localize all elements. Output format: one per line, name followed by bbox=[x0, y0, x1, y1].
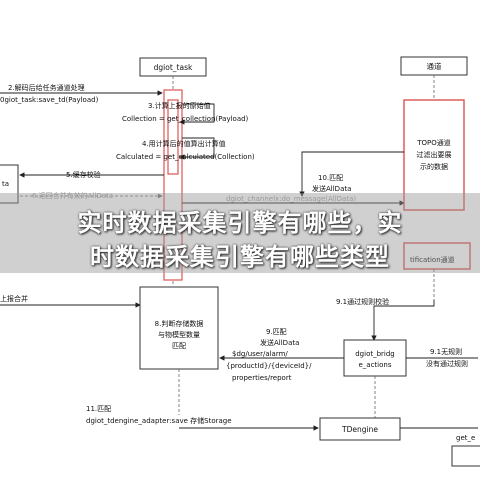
label-step-6: 6.返回合并有效的AllData bbox=[32, 191, 113, 200]
notification-channel-box bbox=[403, 242, 471, 270]
label-step-10b: 发送AllData bbox=[312, 184, 351, 193]
overlay-title-line-1: 实时数据采集引擎有哪些，实 bbox=[77, 209, 403, 237]
arrow-step-9-1 bbox=[371, 300, 435, 341]
label-step-11b: dgiot_tdengine_adapter:save 存储Storage bbox=[86, 416, 232, 425]
left-data-box-label: ta bbox=[2, 180, 9, 188]
label-step-5: 5.缓存校验 bbox=[66, 170, 101, 179]
topo-line-1: TOPO通道 bbox=[416, 138, 451, 147]
title-overlay-banner bbox=[0, 193, 480, 273]
bridge-line-1: dgiot_bridg bbox=[355, 350, 395, 358]
label-step-4a: 4.用计算后的值算出计算值 bbox=[142, 139, 226, 148]
label-step-4b: Calculated = get_calculated(Collection) bbox=[116, 153, 255, 161]
overlay-title-line-2: 时数据采集引擎有哪些类型 bbox=[90, 243, 390, 271]
topo-line-2: 过滤出要展 bbox=[417, 150, 452, 159]
label-step-9-1-no-rule-b: 没有通过规则 bbox=[426, 359, 468, 368]
right-edge-box bbox=[451, 445, 480, 467]
lane-channel-label: 通道 bbox=[427, 61, 442, 71]
label-channel-message: dgiot_channelx:do_message(AllData) bbox=[226, 195, 356, 203]
tdengine-box bbox=[319, 417, 401, 441]
arrow-step-4 bbox=[179, 137, 215, 160]
label-step-9e: properties/report bbox=[232, 374, 292, 382]
label-step-9d: {productId}/{deviceId}/ bbox=[226, 362, 312, 370]
label-step-11a: 11.匹配 bbox=[86, 405, 111, 413]
judge-line-3: 匹配 bbox=[172, 342, 186, 350]
label-step-3a: 3.计算上报的原始值 bbox=[148, 101, 211, 110]
label-step-9-1: 9.1通过规则校验 bbox=[336, 297, 389, 306]
label-step-3b: Collection = get_collection(Payload) bbox=[122, 115, 249, 123]
notification-channel-label: tification通道 bbox=[410, 255, 455, 264]
arrow-step-3 bbox=[179, 103, 215, 125]
topo-channel-box bbox=[403, 99, 465, 211]
label-step-2a: 2.解码后给任务通道处理 bbox=[8, 83, 85, 92]
label-step-9b: 发送AllData bbox=[260, 338, 299, 347]
label-step-9a: 9.匹配 bbox=[266, 328, 287, 336]
bridge-line-2: e_actions bbox=[358, 361, 391, 369]
judge-box bbox=[139, 286, 219, 370]
bridge-actions-box bbox=[343, 339, 407, 377]
label-step-10a: 10.匹配 bbox=[318, 174, 343, 182]
label-step-9c: $dg/user/alarm/ bbox=[232, 350, 288, 358]
arrow-step-10 bbox=[299, 151, 404, 197]
label-report-merge: 上报合并 bbox=[0, 294, 28, 303]
lane-dgiot-task-label: dgiot_task bbox=[154, 63, 193, 72]
topo-line-3: 示的数据 bbox=[420, 162, 448, 171]
judge-line-2: 与物模型数量 bbox=[158, 330, 200, 339]
label-step-9-1-no-rule-a: 9.1无规则 bbox=[430, 347, 462, 356]
label-step-2b: 0giot_task:save_td(Payload) bbox=[0, 96, 99, 104]
label-get-e: get_e bbox=[456, 434, 475, 442]
tdengine-label: TDengine bbox=[341, 425, 378, 434]
judge-line-1: 8.判断存储数据 bbox=[155, 319, 204, 328]
activation-task-inner bbox=[167, 99, 179, 175]
left-data-box bbox=[0, 164, 19, 204]
